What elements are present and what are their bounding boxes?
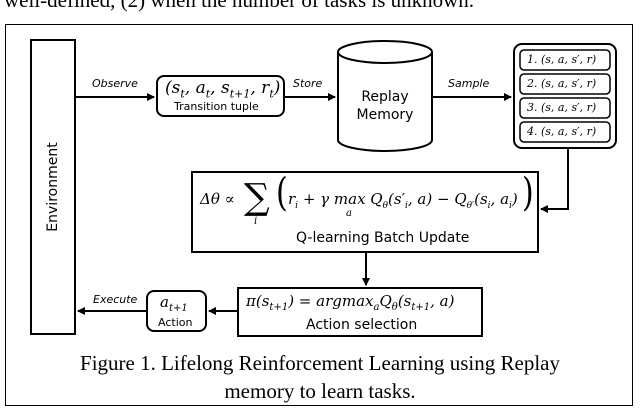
- sample-item-1: [519, 49, 611, 71]
- replay-memory-cylinder: [337, 40, 433, 152]
- action-formula: at+1: [160, 293, 188, 314]
- sample-item-2: [519, 73, 611, 95]
- figure-frame: [5, 24, 633, 406]
- policy-formula: π(st+1) = argmaxaQθ(st+1, a): [246, 292, 455, 313]
- store-label: Store: [293, 77, 323, 90]
- action-label: Action: [158, 316, 193, 329]
- qlearning-box: [191, 171, 539, 253]
- observe-label: Observe: [92, 77, 138, 90]
- sample-to-qlearning-arrow: [540, 148, 569, 213]
- environment-box: [30, 39, 76, 335]
- transition-label: Transition tuple: [174, 100, 259, 113]
- transition-formula: (st, at, st+1, rt): [165, 78, 281, 101]
- header-text: well-defined, (2) when the number of tas…: [4, 0, 475, 12]
- caption-line-1: Figure 1. Lifelong Reinforcement Learnin…: [80, 351, 560, 375]
- environment-label: Environment: [45, 142, 61, 232]
- policy-label: Action selection: [306, 317, 418, 333]
- caption-line-2: memory to learn tasks.: [224, 379, 416, 403]
- sample-item-4: [519, 121, 611, 143]
- sample-text-4: 4. (s, a, s′, r): [527, 125, 597, 138]
- replay-label-2: Memory: [356, 107, 414, 123]
- sample-text-1: 1. (s, a, s′, r): [527, 53, 597, 66]
- sample-label: Sample: [448, 77, 490, 90]
- execute-label: Execute: [93, 293, 138, 306]
- sample-item-3: [519, 97, 611, 119]
- replay-label-1: Replay: [361, 89, 409, 105]
- sample-text-3: 3. (s, a, s′, r): [527, 101, 597, 114]
- qlearning-label: Q-learning Batch Update: [296, 230, 470, 246]
- sample-text-2: 2. (s, a, s′, r): [527, 77, 597, 90]
- policy-box: [237, 287, 483, 337]
